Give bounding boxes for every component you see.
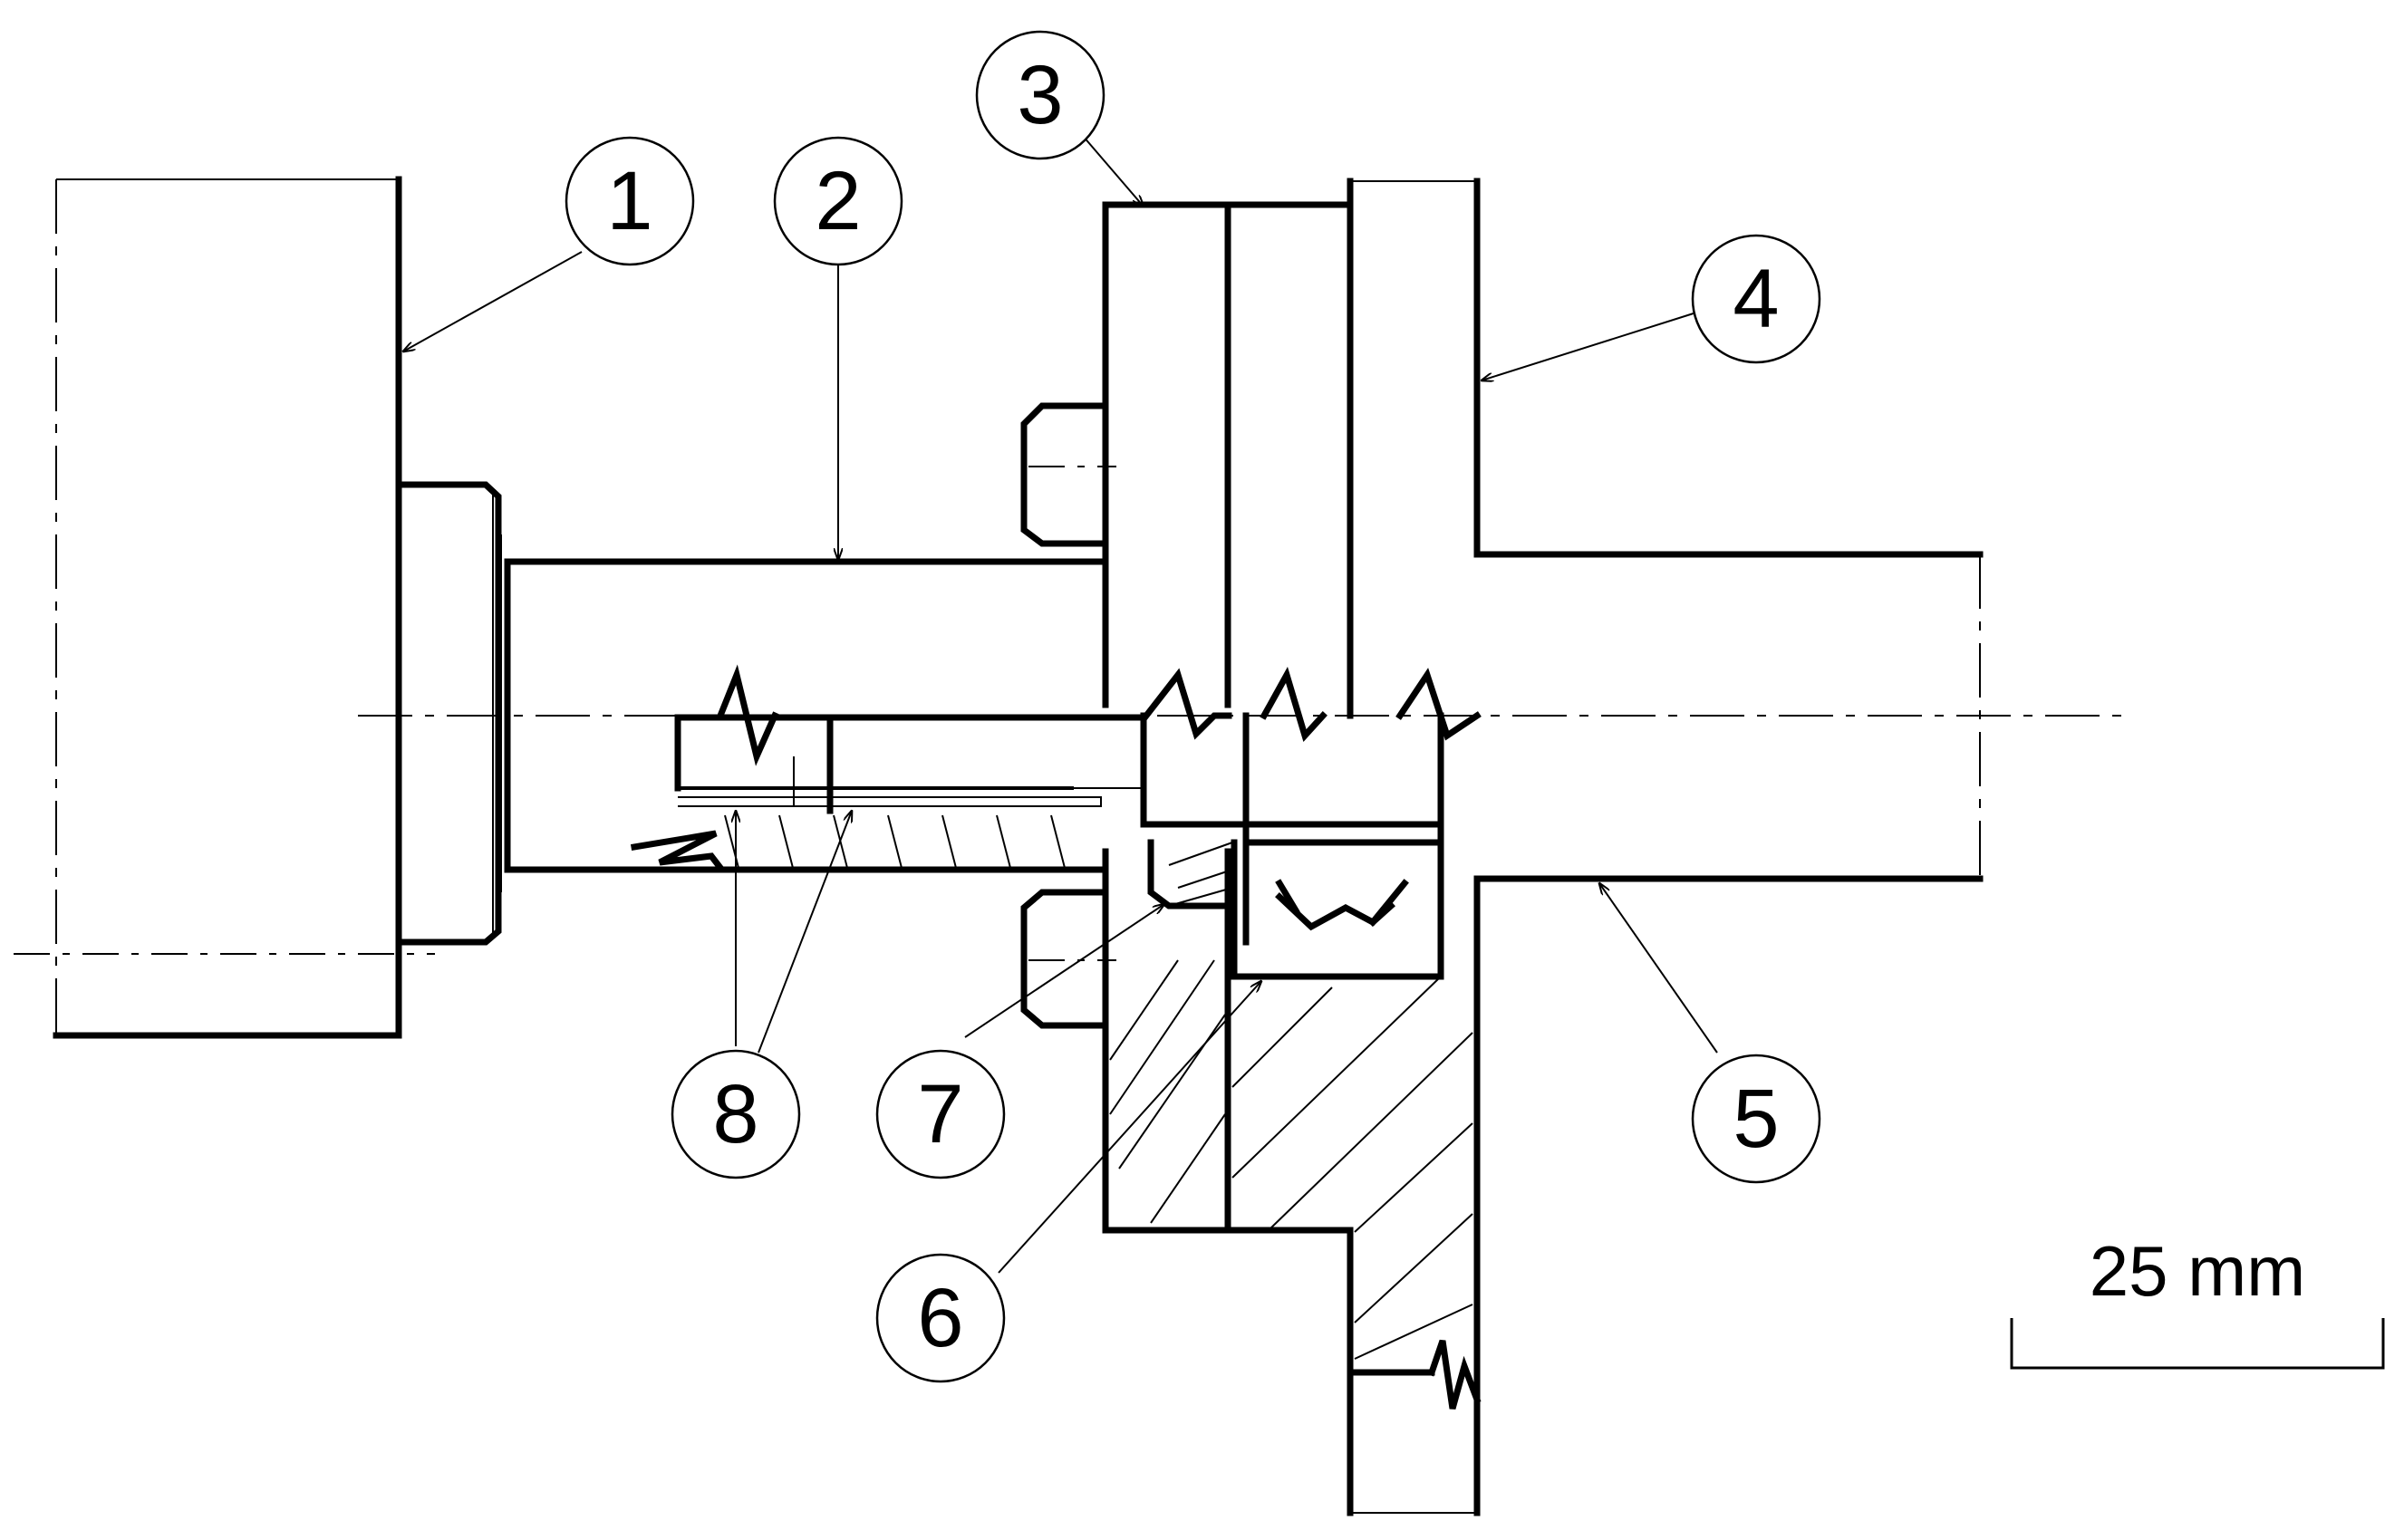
bolt-lower: [1020, 889, 1116, 1029]
callout-4: 4: [1691, 234, 1821, 364]
callout-1-label: 1: [606, 155, 652, 247]
bolt-upper: [1020, 402, 1116, 547]
callout-3-label: 3: [1017, 49, 1063, 141]
callout-7-label: 7: [917, 1068, 963, 1160]
part-1-motor-housing: [14, 176, 435, 1039]
motor-collar: [395, 481, 502, 946]
part-2-shaft: [504, 558, 1105, 873]
scale-bar-label: 25 mm: [2090, 1231, 2305, 1311]
hatched-bushing: [630, 814, 1066, 872]
callout-1: 1: [565, 136, 695, 266]
callout-8: 8: [671, 1049, 801, 1179]
callout-6-label: 6: [917, 1272, 963, 1364]
key-symbol: [1275, 879, 1409, 931]
callout-8-label: 8: [712, 1068, 758, 1160]
callout-5: 5: [1691, 1054, 1821, 1184]
callout-2-label: 2: [815, 155, 861, 247]
callout-4-label: 4: [1733, 253, 1779, 345]
scale-bar: 25 mm: [2010, 1231, 2385, 1370]
part-3-flange: [1102, 178, 1354, 1234]
small-hatch-7: [1147, 839, 1236, 910]
coupling-hub: [1140, 712, 1444, 980]
break-lines: [716, 664, 1482, 766]
screw-insert: [674, 714, 1147, 814]
flange-hatch: [1109, 959, 1473, 1360]
part-4-plate: [1347, 178, 1482, 1516]
callout-3: 3: [975, 30, 1105, 160]
callout-5-label: 5: [1733, 1073, 1779, 1165]
callout-7: 7: [875, 1049, 1006, 1179]
part-5-output-shaft: [1473, 551, 1984, 882]
leader-lines: [403, 135, 1718, 1274]
callout-2: 2: [773, 136, 903, 266]
callout-6: 6: [875, 1253, 1006, 1383]
